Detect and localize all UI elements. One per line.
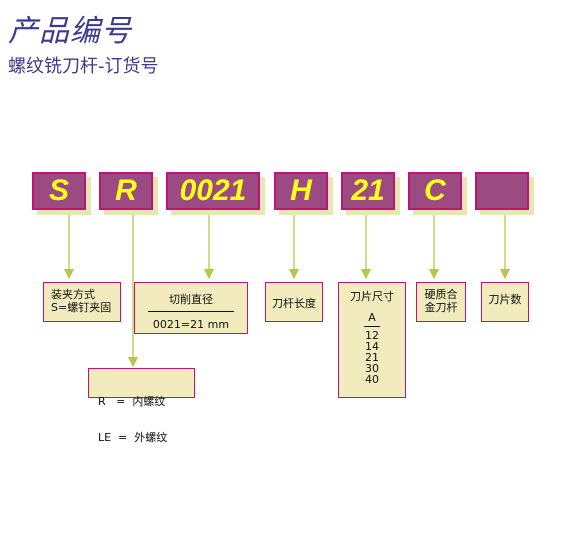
diameter-example: 0021=21 mm <box>152 318 230 331</box>
insert-size-value: 21 <box>365 351 379 364</box>
material-line2: 金刀杆 <box>424 301 458 314</box>
divider <box>148 311 234 312</box>
code-text: 0021 <box>166 172 260 210</box>
code-text: H <box>274 172 328 210</box>
thread-type-box: R = 内螺纹 LE = 外螺纹 <box>88 368 195 444</box>
diameter-box: 切削直径 0021=21 mm <box>134 282 248 334</box>
code-segment-blank <box>475 172 534 215</box>
diameter-label: 切削直径 <box>169 293 213 306</box>
code-segment-diameter: 0021 <box>166 172 265 215</box>
insert-size-value: 14 <box>365 340 379 353</box>
insert-size-value: 40 <box>365 373 379 386</box>
code-text <box>475 172 529 210</box>
length-label: 刀杆长度 <box>272 297 316 310</box>
insert-size-header: A <box>368 311 376 324</box>
material-line1: 硬质合 <box>424 288 458 301</box>
insert-size-label: 刀片尺寸 <box>350 290 394 303</box>
clamp-type-value: S=螺钉夹固 <box>51 301 112 314</box>
page-title: 产品编号 <box>8 14 132 49</box>
insert-count-box: 刀片数 <box>481 282 529 322</box>
code-text: C <box>408 172 462 210</box>
clamp-type-label: 装夹方式 <box>51 288 95 301</box>
insert-size-box: 刀片尺寸 A 12 14 21 30 40 <box>338 282 406 398</box>
code-text: 21 <box>341 172 395 210</box>
code-segment-r: R <box>99 172 158 215</box>
insert-size-value: 30 <box>365 362 379 375</box>
clamp-type-box: 装夹方式 S=螺钉夹固 <box>43 282 121 322</box>
code-segment-h: H <box>274 172 333 215</box>
thread-external: LE = 外螺纹 <box>98 431 168 444</box>
page-subtitle: 螺纹铣刀杆-订货号 <box>8 56 159 77</box>
length-box: 刀杆长度 <box>265 282 323 322</box>
code-text: S <box>32 172 86 210</box>
divider <box>364 326 380 327</box>
code-segment-size: 21 <box>341 172 400 215</box>
material-box: 硬质合 金刀杆 <box>416 282 466 322</box>
code-segment-c: C <box>408 172 467 215</box>
insert-size-value: 12 <box>365 329 379 342</box>
code-segment-s: S <box>32 172 91 215</box>
thread-internal: R = 内螺纹 <box>98 395 166 408</box>
code-text: R <box>99 172 153 210</box>
insert-count-label: 刀片数 <box>488 293 522 306</box>
